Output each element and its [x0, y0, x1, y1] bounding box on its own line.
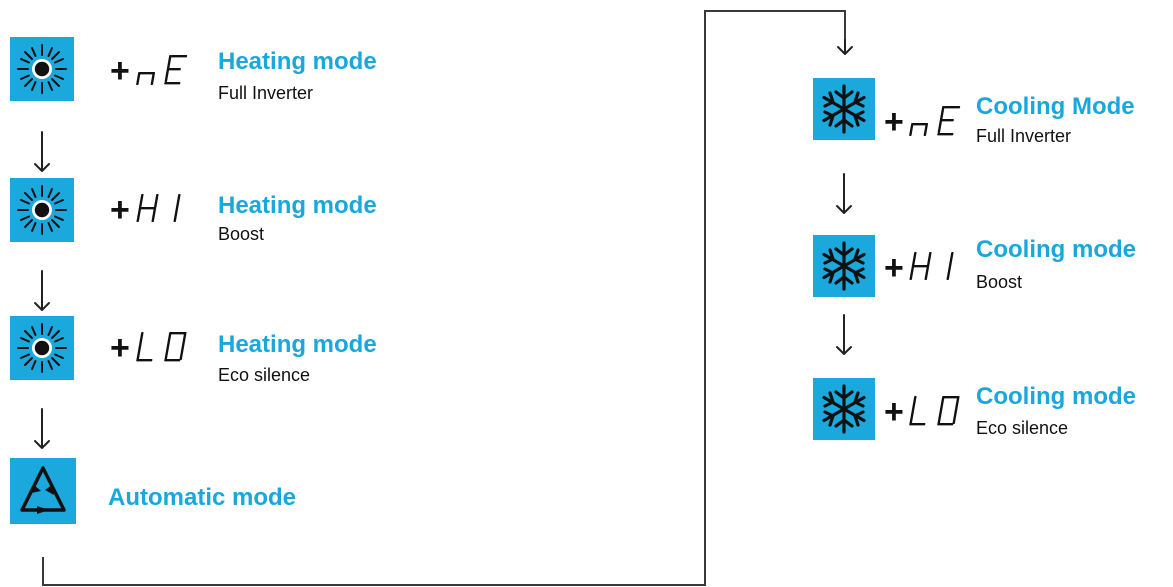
seven-segment-char-o: [179, 332, 187, 360]
plus-symbol: +: [110, 329, 130, 367]
flow-arrow-right-2: [836, 314, 852, 355]
seven-segment-char-l: [136, 359, 153, 362]
automatic-mode-icon-box: [10, 458, 76, 524]
mode-title: Cooling Mode: [976, 93, 1135, 120]
sun-icon: [10, 178, 74, 242]
mode-subtitle: Eco silence: [976, 418, 1069, 438]
sun-icon: [10, 316, 74, 380]
mode-title: Heating mode: [218, 48, 377, 75]
heating-mode-icon-box: [10, 316, 74, 380]
mode-code: [909, 106, 961, 136]
seven-segment-char-o: [937, 423, 954, 426]
plus-symbol: +: [884, 393, 904, 431]
snowflake-icon: [813, 78, 875, 140]
mode-code: [136, 194, 181, 222]
seven-segment-char-h: [139, 207, 155, 210]
heating-mode-icon-box: [10, 178, 74, 242]
seven-segment-char-o: [170, 332, 187, 335]
seven-segment-char-n: [923, 123, 929, 136]
flow-arrow-right-1: [836, 173, 852, 214]
seven-segment-char-i: [173, 194, 181, 222]
snowflake-icon: [813, 235, 875, 297]
seven-segment-char-o: [943, 396, 960, 399]
flow-arrow-left-3: [34, 408, 50, 449]
mode-code: [136, 55, 188, 85]
mode-code: [909, 396, 960, 426]
mode-title: Cooling mode: [976, 236, 1136, 263]
mode-title: Cooling mode: [976, 383, 1136, 410]
flow-arrow-left-1: [34, 131, 50, 172]
triangle-arrows-icon: [10, 458, 76, 524]
cooling-mode-icon-box: [813, 235, 875, 297]
mode-title: Heating mode: [218, 192, 377, 219]
snowflake-icon: [813, 378, 875, 440]
seven-segment-char-e: [171, 55, 188, 58]
cooling-mode-icon-box: [813, 378, 875, 440]
plus-symbol: +: [884, 249, 904, 287]
mode-subtitle: Full Inverter: [976, 126, 1072, 146]
seven-segment-char-e: [944, 106, 961, 109]
seven-segment-char-i: [946, 252, 954, 280]
cooling-mode-icon-box: [813, 78, 875, 140]
seven-segment-char-l: [909, 423, 926, 426]
seven-segment-char-n: [136, 72, 141, 85]
mode-subtitle: Eco silence: [218, 365, 311, 385]
seven-segment-char-e: [940, 119, 954, 122]
seven-segment-char-e: [167, 68, 181, 71]
plus-symbol: +: [110, 52, 130, 90]
seven-segment-char-l: [136, 332, 144, 360]
automatic-mode-title: Automatic mode: [108, 484, 297, 511]
flow-connector-line: [42, 10, 846, 586]
seven-segment-char-o: [164, 332, 172, 360]
seven-segment-char-h: [912, 265, 928, 268]
seven-segment-char-n: [150, 72, 156, 85]
seven-segment-char-h: [924, 252, 932, 280]
heating-mode-icon-box: [10, 37, 74, 101]
flow-arrow-right-top: [837, 39, 853, 55]
plus-symbol: +: [884, 103, 904, 141]
seven-segment-char-n: [909, 123, 914, 136]
mode-subtitle: Boost: [218, 224, 265, 244]
mode-code: [136, 332, 187, 362]
mode-subtitle: Full Inverter: [218, 83, 314, 103]
sun-icon: [10, 37, 74, 101]
mode-subtitle: Boost: [976, 272, 1023, 292]
flow-arrow-left-2: [34, 270, 50, 311]
seven-segment-char-e: [164, 82, 181, 85]
seven-segment-char-n: [912, 123, 928, 126]
seven-segment-char-h: [151, 194, 159, 222]
mode-title: Heating mode: [218, 331, 377, 358]
seven-segment-char-o: [164, 359, 181, 362]
plus-symbol: +: [110, 191, 130, 229]
mode-code: [909, 252, 954, 280]
seven-segment-char-e: [937, 133, 954, 136]
seven-segment-char-o: [937, 396, 945, 424]
seven-segment-char-l: [909, 396, 917, 424]
seven-segment-char-n: [139, 72, 155, 75]
seven-segment-char-o: [952, 396, 960, 424]
